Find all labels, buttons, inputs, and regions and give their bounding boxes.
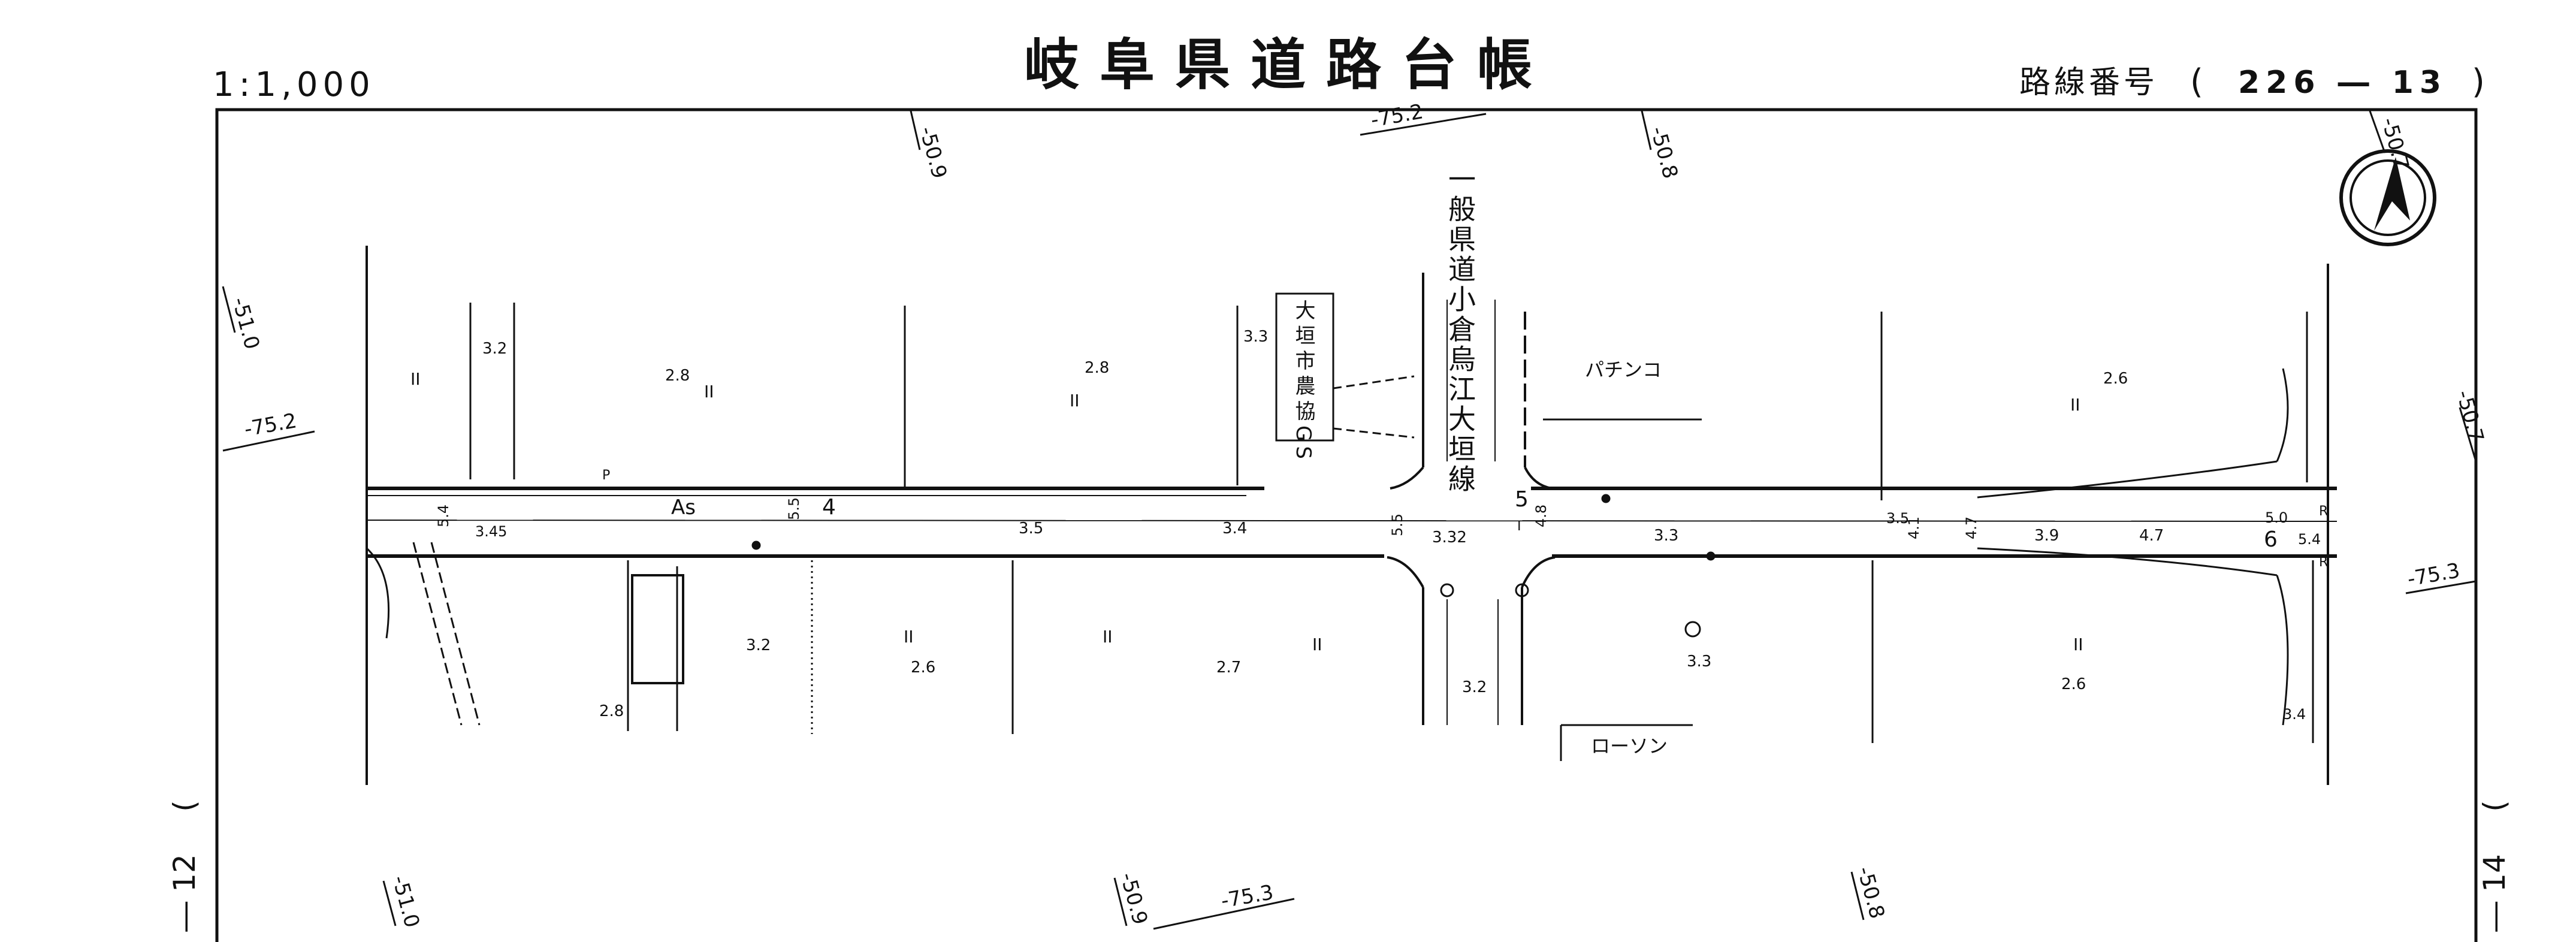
field-mark-2: II bbox=[704, 382, 714, 401]
right-sheet-paren: ( bbox=[2477, 800, 2512, 812]
route-number-label: 路線番号 bbox=[2019, 65, 2158, 101]
letter-marks: R R I P bbox=[602, 468, 2328, 570]
field-mark-3: II bbox=[1070, 391, 1080, 410]
field-mark-6: II bbox=[1103, 627, 1113, 647]
gs-building-label: 大垣市農協GS bbox=[1291, 300, 1315, 464]
width-10: 5.4 bbox=[2298, 531, 2321, 548]
field-mark-7: II bbox=[1312, 635, 1322, 654]
field-symbols: II II II II II II II II bbox=[410, 369, 2083, 654]
center-elevations: 3.5 3.4 3.32 3.3 3.9 4.7 bbox=[1019, 520, 2164, 547]
letter-p: P bbox=[602, 468, 610, 483]
left-sheet-number: ― 12 bbox=[167, 854, 202, 932]
width-8: 4.7 bbox=[1963, 517, 1980, 539]
lot-elev-4: 3.3 bbox=[1243, 328, 1268, 346]
north-arrow-icon bbox=[2339, 149, 2436, 246]
width-3: 5.5 bbox=[786, 497, 802, 520]
lot-elev-2: 2.8 bbox=[665, 367, 690, 385]
sheet-title: 岐阜県道路台帳 bbox=[1024, 33, 1553, 97]
lot-elev-6: 3.2 bbox=[746, 636, 771, 654]
route-paren-close: ) bbox=[2472, 62, 2485, 101]
section-number-6: 6 bbox=[2264, 527, 2278, 552]
width-2: 3.45 bbox=[475, 523, 507, 540]
contour-label-bottom-1: -51.0 bbox=[387, 873, 424, 930]
route-paren-open: ( bbox=[2190, 62, 2203, 101]
map-frame bbox=[215, 108, 2478, 942]
field-mark-1: II bbox=[410, 369, 421, 389]
lot-elev-8: 2.7 bbox=[1216, 659, 1241, 677]
lot-elev-12: 2.8 bbox=[599, 702, 624, 720]
width-4: 5.5 bbox=[1389, 514, 1406, 536]
contour-label-top-1: -50.9 bbox=[914, 124, 951, 181]
pachinko-label: パチンコ bbox=[1585, 358, 1662, 381]
lot-elev-10: 3.3 bbox=[1687, 653, 1711, 671]
contour-labels: -50.9 -75.2 -50.8 -50.7 -51.0 -75.2 -50.… bbox=[227, 99, 2488, 930]
gs-building-outline bbox=[1275, 292, 1334, 442]
road-widths: 5.4 3.45 5.5 5.5 4.8 3.5 4.1 4.7 5.0 5.4… bbox=[435, 497, 2321, 723]
gs-leader-line-1 bbox=[1333, 375, 1415, 390]
width-7: 4.1 bbox=[1905, 517, 1922, 539]
center-elev-3: 3.32 bbox=[1432, 529, 1467, 547]
width-1: 5.4 bbox=[435, 505, 452, 527]
property-lines-south bbox=[627, 418, 2314, 761]
route-number-value: 226 ― 13 bbox=[2238, 65, 2447, 101]
section-number-5: 5 bbox=[1515, 487, 1529, 512]
contour-label-top-3: -50.8 bbox=[1645, 124, 1682, 181]
letter-r-1: R bbox=[2319, 504, 2328, 519]
section-number-4: 4 bbox=[822, 495, 836, 520]
gs-leader-line-2 bbox=[1333, 427, 1415, 439]
contour-label-top-2: -75.2 bbox=[1369, 99, 1426, 132]
field-mark-4: II bbox=[2070, 395, 2080, 415]
right-sheet-number: ― 14 bbox=[2477, 854, 2512, 932]
width-6: 3.5 bbox=[1886, 510, 1909, 527]
center-elev-2: 3.4 bbox=[1222, 520, 1247, 538]
contour-lines bbox=[222, 110, 2477, 930]
letter-i: I bbox=[1517, 519, 1521, 534]
lot-elev-1: 3.2 bbox=[482, 340, 507, 358]
width-5: 4.8 bbox=[1533, 505, 1550, 527]
utility-symbols bbox=[751, 494, 1716, 638]
surface-label: As bbox=[671, 496, 696, 520]
cross-road bbox=[1387, 273, 1556, 725]
property-lines-north bbox=[366, 246, 2329, 785]
main-road bbox=[366, 460, 2338, 576]
letter-r-2: R bbox=[2319, 555, 2328, 570]
scale-label: 1:1,000 bbox=[213, 65, 375, 104]
center-elev-4: 3.3 bbox=[1654, 527, 1678, 545]
lot-elevations: 3.2 2.8 2.8 3.3 2.6 3.2 2.6 2.7 3.2 3.3 … bbox=[482, 328, 2128, 720]
contour-label-bottom-4: -50.8 bbox=[1852, 864, 1889, 921]
left-sheet-paren: ( bbox=[167, 800, 202, 812]
lot-elev-11: 2.6 bbox=[2061, 675, 2086, 693]
field-mark-5: II bbox=[904, 627, 914, 647]
lawson-label: ローソン bbox=[1591, 735, 1668, 757]
lot-elev-7: 2.6 bbox=[911, 659, 935, 677]
lot-elev-3: 2.8 bbox=[1085, 359, 1109, 377]
slope-hatching bbox=[366, 368, 2289, 726]
field-mark-8: II bbox=[2073, 635, 2083, 654]
width-9: 5.0 bbox=[2265, 509, 2288, 526]
contour-label-right-1: -50.7 bbox=[2451, 388, 2488, 445]
lot-elev-9: 3.2 bbox=[1462, 678, 1487, 696]
cross-road-label: 一般県道小倉烏江大垣線 bbox=[1444, 165, 1476, 494]
center-elev-6: 4.7 bbox=[2139, 527, 2164, 545]
contour-label-bottom-3: -75.3 bbox=[1219, 880, 1276, 913]
center-elev-5: 3.9 bbox=[2034, 527, 2059, 545]
center-elev-1: 3.5 bbox=[1019, 520, 1043, 538]
contour-label-right-2: -75.3 bbox=[2406, 558, 2462, 591]
width-11: 3.4 bbox=[2283, 706, 2306, 723]
lot-elev-5: 2.6 bbox=[2103, 370, 2128, 388]
contour-label-bottom-2: -50.9 bbox=[1115, 870, 1152, 927]
